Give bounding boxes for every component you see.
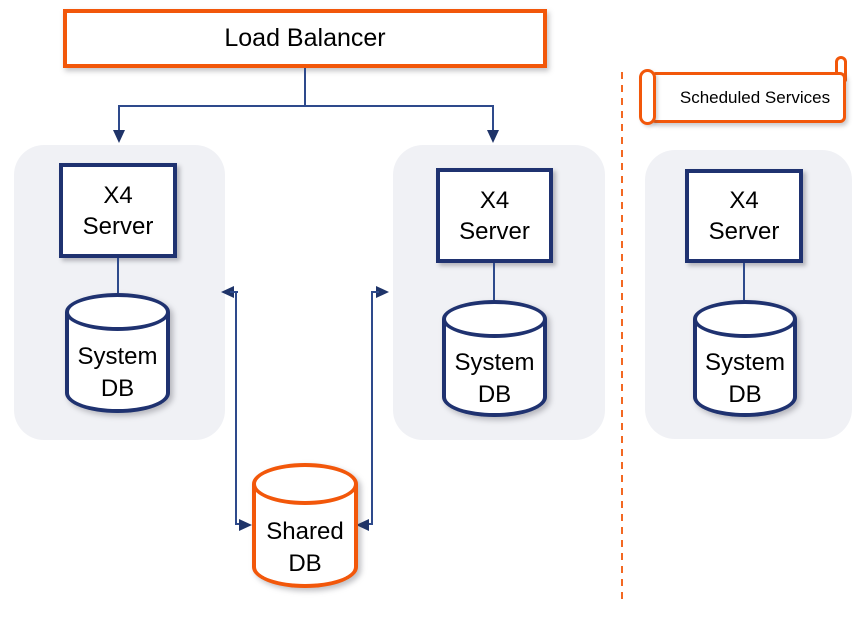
server-db-connector-line: [743, 263, 745, 300]
lb-connector-stem-line: [304, 68, 306, 107]
system-db-label: System DB: [77, 343, 158, 402]
arrow-right-icon: [376, 286, 389, 298]
shared-db-cylinder: Shared DB: [252, 463, 358, 588]
arrow-left-icon: [356, 519, 369, 531]
load-balancer-label: Load Balancer: [224, 24, 386, 52]
server-db-connector-line: [493, 263, 495, 300]
cylinder-top: [65, 293, 170, 331]
x4-server-box: X4 Server: [59, 163, 177, 258]
server-db-connector-line: [117, 258, 119, 293]
lb-connector-left-drop-line: [118, 105, 120, 132]
system-db-cylinder: System DB: [693, 300, 797, 417]
shared-db-right-connector-line: [371, 291, 379, 293]
arrow-down-icon: [487, 130, 499, 143]
x4-server-label: X4 Server: [459, 186, 530, 245]
x4-server-box: X4 Server: [685, 169, 803, 263]
scheduled-services-divider: [621, 72, 623, 603]
server-group-1: X4 Server System DB: [14, 145, 225, 440]
system-db-label: System DB: [454, 348, 535, 408]
server-group-3: X4 Server System DB: [645, 150, 852, 439]
system-db-label: System DB: [704, 348, 785, 408]
cylinder-top: [252, 463, 358, 505]
x4-server-label: X4 Server: [82, 181, 154, 240]
banner-body: Scheduled Services: [650, 72, 846, 123]
shared-db-left-connector-line: [235, 291, 237, 525]
lb-connector-right-drop-line: [492, 105, 494, 132]
arrow-left-icon: [221, 286, 234, 298]
shared-db-left-connector-line: [230, 291, 238, 293]
banner-left-scroll-icon: [639, 69, 656, 125]
shared-db-label: Shared DB: [266, 517, 344, 577]
system-db-cylinder: System DB: [65, 293, 170, 413]
scheduled-services-label: Scheduled Services: [679, 87, 831, 107]
cylinder-top: [442, 300, 547, 338]
cylinder-top: [693, 300, 797, 338]
lb-connector-crossbar-line: [118, 105, 494, 107]
arrow-right-icon: [239, 519, 252, 531]
arrow-down-icon: [113, 130, 125, 143]
load-balancer-box: Load Balancer: [63, 9, 547, 68]
system-db-cylinder: System DB: [442, 300, 547, 417]
scheduled-services-banner: Scheduled Services: [636, 54, 848, 126]
server-group-2: X4 Server System DB: [393, 145, 605, 440]
shared-db-right-connector-line: [371, 291, 373, 525]
x4-server-label: X4 Server: [708, 187, 780, 245]
x4-server-box: X4 Server: [436, 168, 553, 263]
